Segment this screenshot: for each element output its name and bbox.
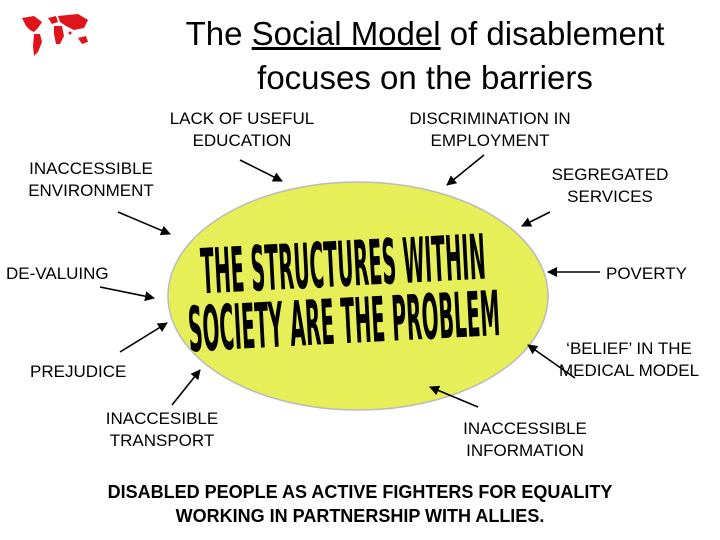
title-part1: The — [185, 15, 252, 52]
label-services-line1: SEGREGATED — [551, 165, 669, 184]
label-transport-line1: INACCESIBLE — [105, 409, 219, 428]
label-information-line1: INACCESSIBLE — [463, 419, 587, 438]
label-medical-line2: MEDICAL MODEL — [558, 361, 700, 380]
arrow-services — [521, 211, 551, 227]
arrow-environment — [117, 211, 171, 236]
center-text-line1: THE STRUCTURES WITHIN — [199, 221, 487, 309]
footer-line1: DISABLED PEOPLE AS ACTIVE FIGHTERS FOR E… — [107, 482, 613, 502]
label-medical: ‘BELIEF’ IN THE MEDICAL MODEL — [546, 338, 712, 382]
title-line2: focuses on the barriers — [257, 59, 593, 96]
label-employment: DISCRIMINATION IN EMPLOYMENT — [392, 108, 588, 152]
arrow-education — [239, 159, 283, 182]
label-education: LACK OF USEFUL EDUCATION — [162, 108, 322, 152]
arrow-prejudice — [119, 322, 168, 353]
label-education-line1: LACK OF USEFUL — [169, 109, 315, 128]
arrow-devaluing — [99, 286, 155, 302]
world-map-icon — [22, 14, 88, 56]
label-devaluing: DE-VALUING — [6, 264, 109, 283]
arrow-information — [429, 385, 479, 408]
title-highlight: Social Model — [251, 15, 441, 52]
label-education-line2: EDUCATION — [192, 131, 292, 150]
footer-line2: WORKING IN PARTNERSHIP WITH ALLIES. — [175, 506, 545, 526]
arrow-employment — [446, 154, 485, 186]
arrow-medical — [527, 344, 576, 379]
footer: DISABLED PEOPLE AS ACTIVE FIGHTERS FOR E… — [40, 480, 680, 528]
label-information: INACCESSIBLE INFORMATION — [448, 418, 602, 462]
label-employment-line2: EMPLOYMENT — [430, 131, 550, 150]
label-environment: INACCESSIBLE ENVIRONMENT — [16, 158, 166, 202]
label-information-line2: INFORMATION — [466, 441, 584, 460]
arrow-transport — [171, 369, 201, 406]
label-medical-line1: ‘BELIEF’ IN THE — [566, 339, 692, 358]
label-poverty: POVERTY — [606, 264, 687, 283]
label-employment-line1: DISCRIMINATION IN — [409, 109, 571, 128]
label-environment-line2: ENVIRONMENT — [28, 181, 154, 200]
label-prejudice: PREJUDICE — [30, 362, 127, 381]
center-text-line2: SOCIETY ARE THE PROBLEM — [186, 278, 501, 367]
central-ellipse — [167, 181, 549, 411]
page-title: The Social Model of disablement focuses … — [160, 12, 690, 100]
title-part2: of disablement — [440, 15, 665, 52]
label-services-line2: SERVICES — [567, 187, 653, 206]
label-environment-line1: INACCESSIBLE — [29, 159, 153, 178]
label-transport: INACCESIBLE TRANSPORT — [92, 408, 232, 452]
label-services: SEGREGATED SERVICES — [545, 164, 675, 208]
label-transport-line2: TRANSPORT — [109, 431, 215, 450]
